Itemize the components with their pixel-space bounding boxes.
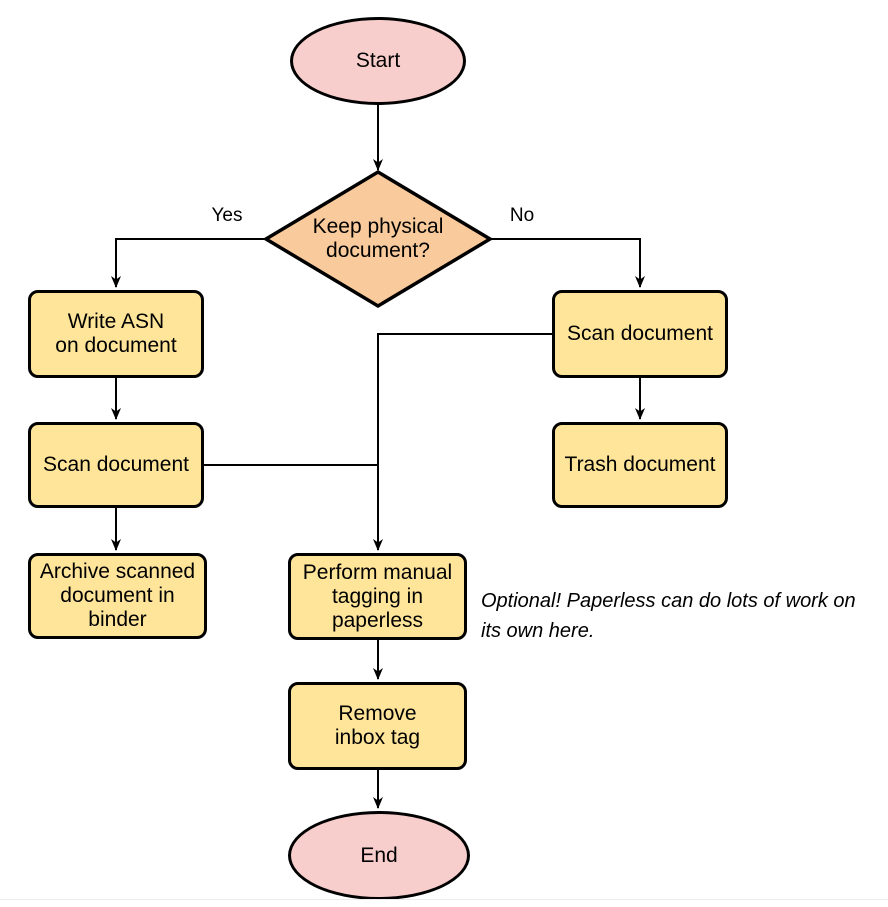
node-scan-right-label: Scan document [567, 322, 713, 345]
node-trash-label: Trash document [564, 453, 716, 476]
node-write-asn-label: Write ASN on document [55, 310, 177, 357]
node-scan-right: Scan document [552, 290, 728, 378]
node-tagging-label: Perform manual tagging in paperless [302, 560, 453, 632]
edge-scan-right-to-tagging [373, 333, 552, 551]
node-end: End [288, 811, 470, 900]
edge-decision-no-to-scan-right [490, 238, 645, 288]
node-end-label: End [360, 843, 398, 867]
decision-diamond-shape [262, 169, 494, 309]
node-start-label: Start [355, 49, 401, 72]
edge-label-yes: Yes [211, 205, 243, 226]
node-scan-left: Scan document [28, 422, 204, 508]
node-write-asn: Write ASN on document [28, 290, 204, 378]
annotation: Optional! Paperless can do lots of work … [481, 590, 856, 642]
node-start: Start [290, 17, 466, 105]
edge-label-no: No [509, 205, 535, 226]
node-decision-label: Keep physical document? [312, 215, 444, 262]
node-remove-inbox: Remove inbox tag [288, 682, 467, 770]
node-archive-label: Archive scanned document in binder [39, 560, 196, 631]
decision-label: Keep physical document? [283, 211, 473, 267]
edge-decision-yes-to-write-asn [111, 238, 266, 288]
node-tagging: Perform manual tagging in paperless [288, 553, 467, 640]
node-remove-inbox-label: Remove inbox tag [334, 702, 421, 749]
node-archive: Archive scanned document in binder [28, 553, 207, 639]
bottom-divider [0, 899, 888, 900]
node-scan-left-label: Scan document [43, 453, 189, 476]
node-trash: Trash document [552, 422, 728, 508]
